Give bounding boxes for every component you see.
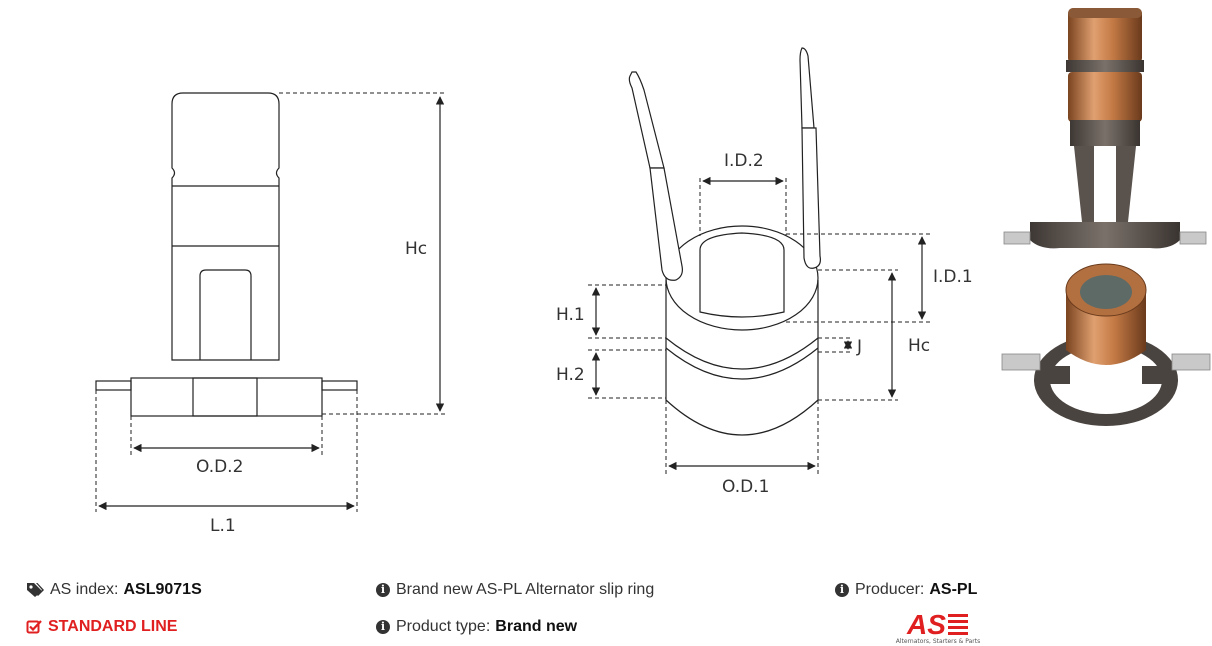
dim-label-h2: H.2: [556, 365, 585, 385]
svg-text:AS: AS: [906, 609, 946, 638]
ring-view: [628, 47, 821, 436]
side-view: [95, 92, 358, 417]
standard-line-row: STANDARD LINE: [26, 618, 177, 636]
dim-label-od1: O.D.1: [722, 477, 769, 497]
tags-icon: [26, 582, 44, 598]
as-index-value: ASL9071S: [123, 581, 202, 598]
side-view-terminal-right: [321, 380, 358, 391]
ring-view-extension-lines: [588, 178, 930, 474]
side-view-terminal-left: [95, 380, 132, 391]
product-photo-angled: [1001, 263, 1211, 426]
dim-label-l1: L.1: [210, 516, 236, 536]
as-index-label: AS index:: [50, 581, 119, 598]
dim-label-hc-right: Hc: [908, 336, 930, 356]
side-view-extension-lines: [95, 92, 446, 512]
dim-label-id2: I.D.2: [724, 151, 764, 171]
dim-label-od2: O.D.2: [196, 457, 243, 477]
dim-label-id1: I.D.1: [933, 267, 973, 287]
ring-body-outline: [665, 280, 819, 436]
ring-view-dimension-lines: [591, 176, 927, 471]
product-type-value: Brand new: [495, 618, 578, 635]
side-view-top-cap: [171, 92, 280, 361]
as-index-row: AS index: ASL9071S: [26, 581, 202, 599]
standard-line-label: STANDARD LINE: [48, 618, 178, 635]
product-type-row: i Product type: Brand new: [376, 618, 577, 636]
as-pl-logo-mark: AS: [906, 609, 968, 640]
technical-drawing: Hc O.D.2 L.1 I.D.2 I: [95, 8, 1211, 536]
lead-wire-left: [628, 71, 665, 169]
product-photo-side: [1003, 8, 1207, 249]
info-icon: i: [376, 583, 390, 597]
dim-label-j: J: [856, 337, 862, 357]
logo-tagline: Alternators, Starters & Parts: [895, 638, 981, 645]
side-view-dimension-lines: [98, 96, 445, 511]
description-text: Brand new AS-PL Alternator slip ring: [396, 581, 655, 598]
ring-top-ellipse: [665, 225, 819, 331]
product-type-label: Product type:: [396, 618, 491, 635]
description-row: i Brand new AS-PL Alternator slip ring: [376, 581, 654, 599]
side-view-flange: [130, 377, 323, 417]
dim-label-hc-left: Hc: [405, 239, 427, 259]
side-view-slot: [199, 269, 252, 360]
as-pl-logo: AS Alternators, Starters & Parts: [888, 608, 988, 646]
ring-inner-bore: [699, 232, 785, 318]
dim-label-h1: H.1: [556, 305, 585, 325]
check-square-icon: [26, 619, 42, 635]
producer-value: AS-PL: [929, 581, 978, 598]
info-icon: i: [835, 583, 849, 597]
info-icon: i: [376, 620, 390, 634]
lead-wire-right: [799, 47, 815, 129]
producer-row: i Producer: AS-PL: [835, 581, 977, 599]
producer-label: Producer:: [855, 581, 925, 598]
